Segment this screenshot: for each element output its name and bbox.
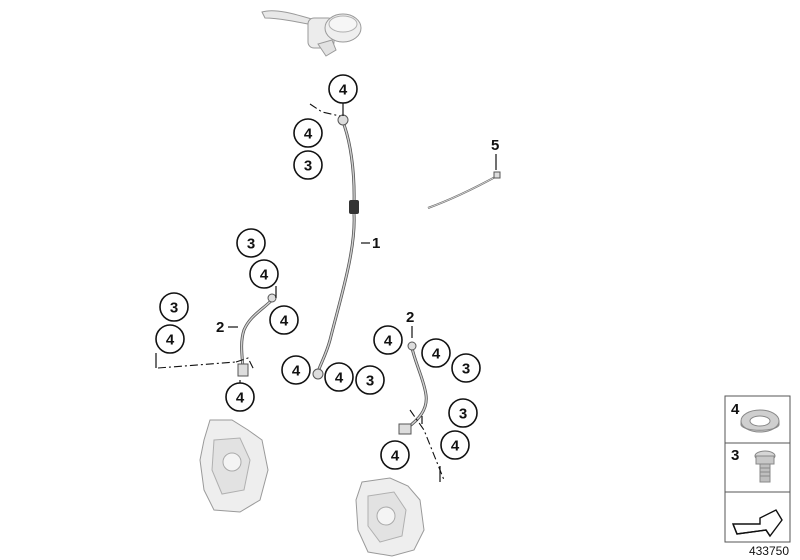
callout-right-4a[interactable]: 4	[373, 325, 403, 355]
svg-text:4: 4	[260, 267, 269, 284]
legend-panel: 4 3	[724, 395, 791, 543]
leader-lines	[157, 103, 445, 481]
legend-item-bolt[interactable]: 3	[731, 447, 776, 483]
cable-tie	[427, 171, 501, 209]
left-brake-caliper	[199, 419, 269, 513]
legend-item-washer[interactable]: 4	[731, 401, 780, 433]
callout-left-upper-4[interactable]: 4	[249, 259, 279, 289]
legend-bolt-number: 3	[731, 447, 739, 464]
svg-text:4: 4	[339, 82, 348, 99]
svg-text:4: 4	[236, 390, 245, 407]
callout-right-4b[interactable]: 4	[421, 338, 451, 368]
svg-text:4: 4	[391, 448, 400, 465]
callout-right-3b[interactable]: 3	[448, 398, 478, 428]
svg-text:3: 3	[366, 373, 374, 390]
callout-top-4[interactable]: 4	[328, 74, 358, 104]
svg-text:4: 4	[335, 370, 344, 387]
callout-mid-bottom-4b[interactable]: 4	[324, 362, 354, 392]
legend-washer-number: 4	[731, 401, 740, 418]
reference-number: 433750	[749, 544, 789, 558]
part-label-1: 1	[372, 235, 380, 252]
svg-text:3: 3	[170, 300, 178, 317]
part-label-2-right: 2	[406, 309, 414, 326]
callout-upper-3[interactable]: 3	[293, 150, 323, 180]
svg-text:3: 3	[462, 361, 470, 378]
callout-right-bottom-4[interactable]: 4	[380, 440, 410, 470]
svg-text:4: 4	[292, 363, 301, 380]
svg-text:3: 3	[459, 406, 467, 423]
washer-icon	[740, 409, 780, 433]
arrow-symbol-icon	[731, 509, 783, 538]
brake-line-2-right	[398, 341, 428, 435]
svg-text:3: 3	[304, 158, 312, 175]
banjo-bolt-icon	[754, 450, 776, 483]
svg-text:4: 4	[384, 333, 393, 350]
callout-right-3a[interactable]: 3	[451, 353, 481, 383]
callout-left-bottom-4[interactable]: 4	[225, 382, 255, 412]
svg-text:4: 4	[166, 332, 175, 349]
svg-text:4: 4	[304, 126, 313, 143]
callout-left-upper-3[interactable]: 3	[236, 228, 266, 258]
callout-mid-bottom-3[interactable]: 3	[355, 365, 385, 395]
callout-mid-bottom-4a[interactable]: 4	[281, 355, 311, 385]
brake-line-1	[312, 114, 359, 380]
brake-line-2-left	[237, 293, 277, 377]
callout-far-left-3[interactable]: 3	[159, 292, 189, 322]
callout-upper-4[interactable]: 4	[293, 118, 323, 148]
callout-right-4c[interactable]: 4	[440, 430, 470, 460]
master-cylinder	[261, 10, 362, 57]
part-label-2-left: 2	[216, 319, 224, 336]
part-label-5: 5	[491, 137, 499, 154]
callout-left-side-4[interactable]: 4	[269, 305, 299, 335]
svg-text:4: 4	[280, 313, 289, 330]
svg-text:4: 4	[451, 438, 460, 455]
right-brake-caliper	[355, 477, 425, 557]
svg-text:3: 3	[247, 236, 255, 253]
callout-far-left-4[interactable]: 4	[155, 324, 185, 354]
svg-text:4: 4	[432, 346, 441, 363]
